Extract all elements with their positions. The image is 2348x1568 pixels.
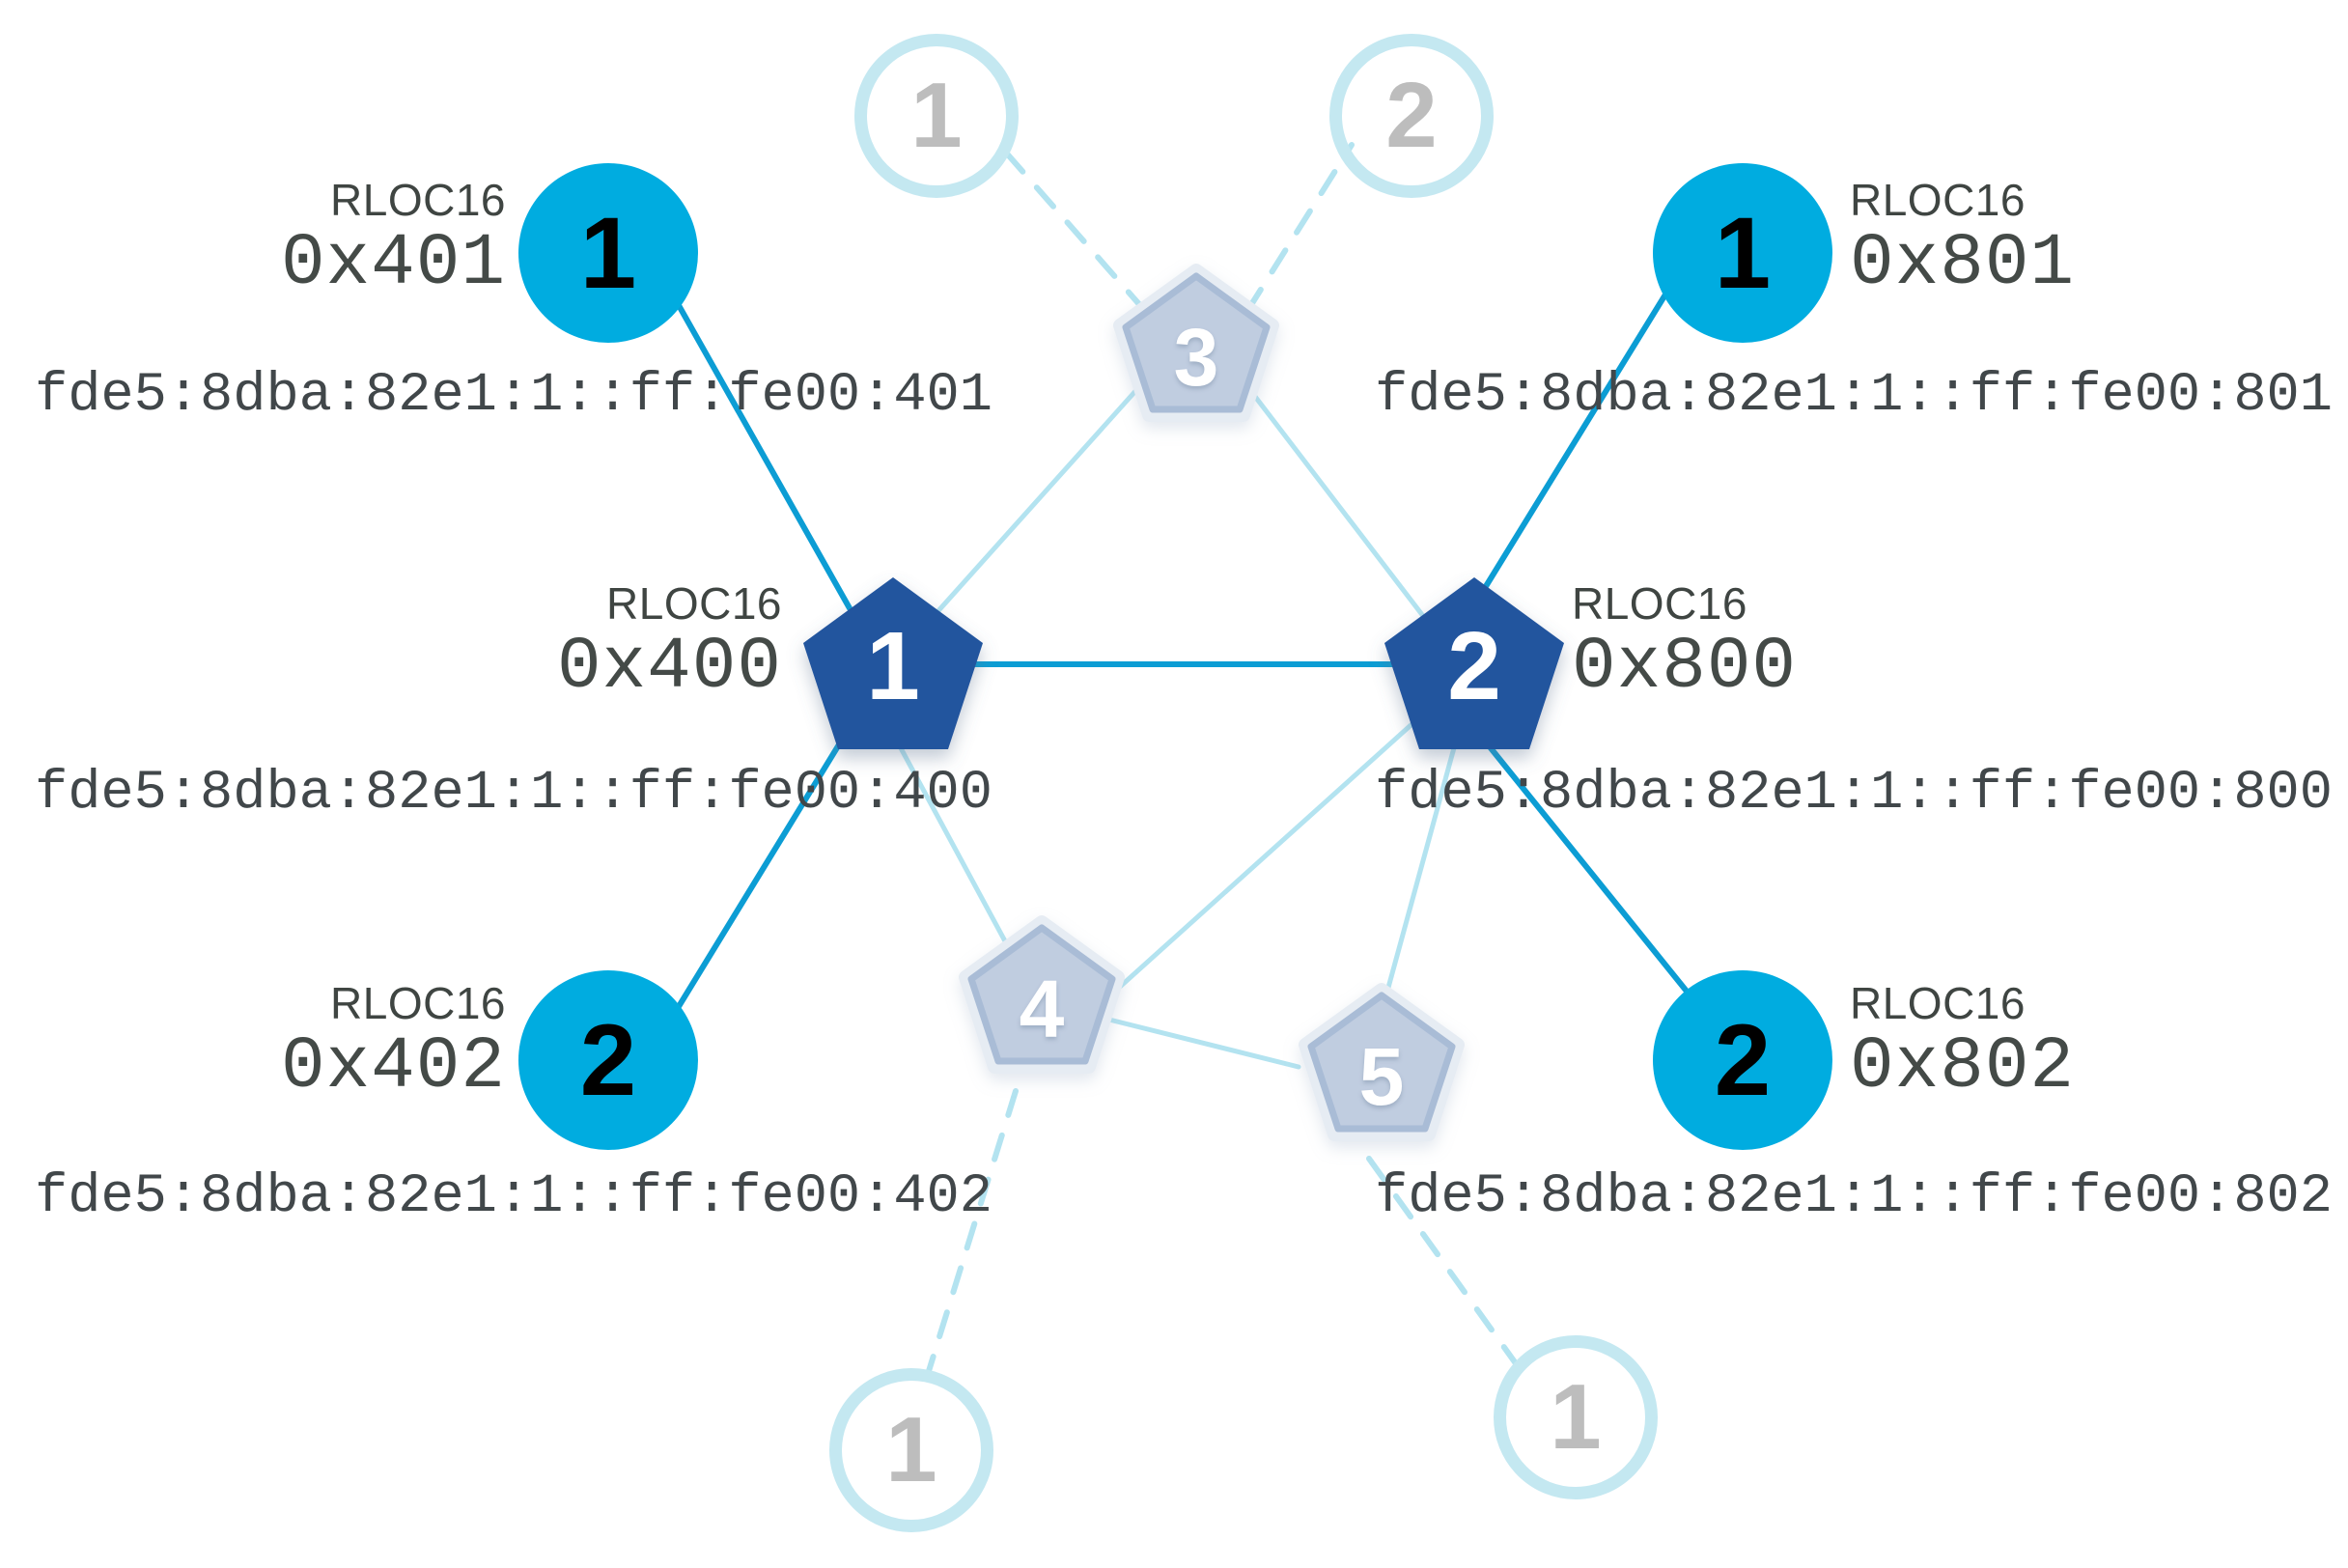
device-401-ipv6: fde5:8dba:82e1:1::ff:fe00:401 [35,365,992,427]
device-801[interactable]: 1 [1653,163,1832,343]
faded-pent-5-badge: 5 [1358,1030,1405,1122]
edge-pent4-pent5 [1103,1016,1301,1070]
device-802-rloc-label: RLOC16 [1850,978,2026,1028]
ghost-circle-bottom-right[interactable]: 1 [1494,1335,1658,1499]
edge-pent4-ghost-bottom-left [926,1088,1019,1374]
edge-router800-pent3 [1218,350,1461,664]
router-800-ipv6: fde5:8dba:82e1:1::ff:fe00:800 [1375,763,2333,825]
router-800-shape[interactable] [1384,577,1564,749]
router-400-ipv6: fde5:8dba:82e1:1::ff:fe00:400 [35,763,992,825]
device-401-rloc-value: 0x401 [280,222,506,305]
edge-router800-device802 [1465,716,1731,1046]
router-800-badge: 2 [1447,611,1501,720]
device-801-rloc-label: RLOC16 [1850,175,2026,225]
edge-router800-pent5 [1378,731,1461,1019]
router-400-shape[interactable] [803,577,983,749]
faded-pent-3-badge: 3 [1173,311,1219,403]
device-402-rloc-value: 0x402 [280,1025,506,1108]
faded-pent-5[interactable]: 5 [1304,999,1459,1154]
ghost-circle-bottom-left-badge: 1 [885,1398,937,1501]
router-800-rloc-value: 0x800 [1572,626,1798,709]
device-802-rloc-value: 0x802 [1850,1025,2076,1108]
faded-pent-5-shape[interactable] [1299,983,1465,1141]
faded-pent-3[interactable]: 3 [1119,280,1273,434]
device-801-badge: 1 [1714,196,1772,310]
edge-router400-pent4 [890,731,1026,978]
device-401-rloc-label: RLOC16 [330,175,506,225]
device-402-ipv6: fde5:8dba:82e1:1::ff:fe00:402 [35,1166,992,1228]
router-400-rloc-value: 0x400 [556,626,782,709]
device-801-ipv6: fde5:8dba:82e1:1::ff:fe00:801 [1375,365,2333,427]
device-402-rloc-label: RLOC16 [330,978,506,1028]
ghost-circle-top-right-badge: 2 [1385,64,1438,167]
router-400[interactable]: 1 [802,575,984,757]
edge-pent3-ghost-top-left [996,142,1148,314]
router-400-badge: 1 [866,611,920,720]
device-401[interactable]: 1 [518,163,698,343]
device-801-rloc-value: 0x801 [1850,222,2076,305]
router-400-rloc-label: RLOC16 [606,578,782,629]
ghost-circle-top-left-badge: 1 [910,64,963,167]
router-800[interactable]: 2 [1384,575,1565,757]
ghost-circle-top-left[interactable]: 1 [854,34,1019,198]
edge-pent5-ghost-bottom-right [1366,1156,1521,1369]
device-802-badge: 2 [1714,1003,1772,1117]
edge-router400-pent3 [890,350,1173,664]
faded-pent-4-shape[interactable] [959,915,1125,1074]
device-802[interactable]: 2 [1653,970,1832,1150]
edge-router800-pent4 [1098,716,1420,1007]
device-402[interactable]: 2 [518,970,698,1150]
device-401-badge: 1 [579,196,637,310]
faded-pent-3-shape[interactable] [1113,264,1279,422]
ghost-circle-top-right[interactable]: 2 [1329,34,1494,198]
faded-pent-4-badge: 4 [1019,963,1065,1054]
edge-pent3-ghost-top-right [1244,142,1355,314]
ghost-circle-bottom-right-badge: 1 [1550,1365,1602,1469]
device-402-badge: 2 [579,1003,637,1117]
ghost-circle-bottom-left[interactable]: 1 [829,1368,993,1532]
device-802-ipv6: fde5:8dba:82e1:1::ff:fe00:802 [1375,1166,2333,1228]
edge-router400-device402 [654,716,857,1046]
router-800-rloc-label: RLOC16 [1572,578,1747,629]
faded-pent-4[interactable]: 4 [964,932,1119,1086]
